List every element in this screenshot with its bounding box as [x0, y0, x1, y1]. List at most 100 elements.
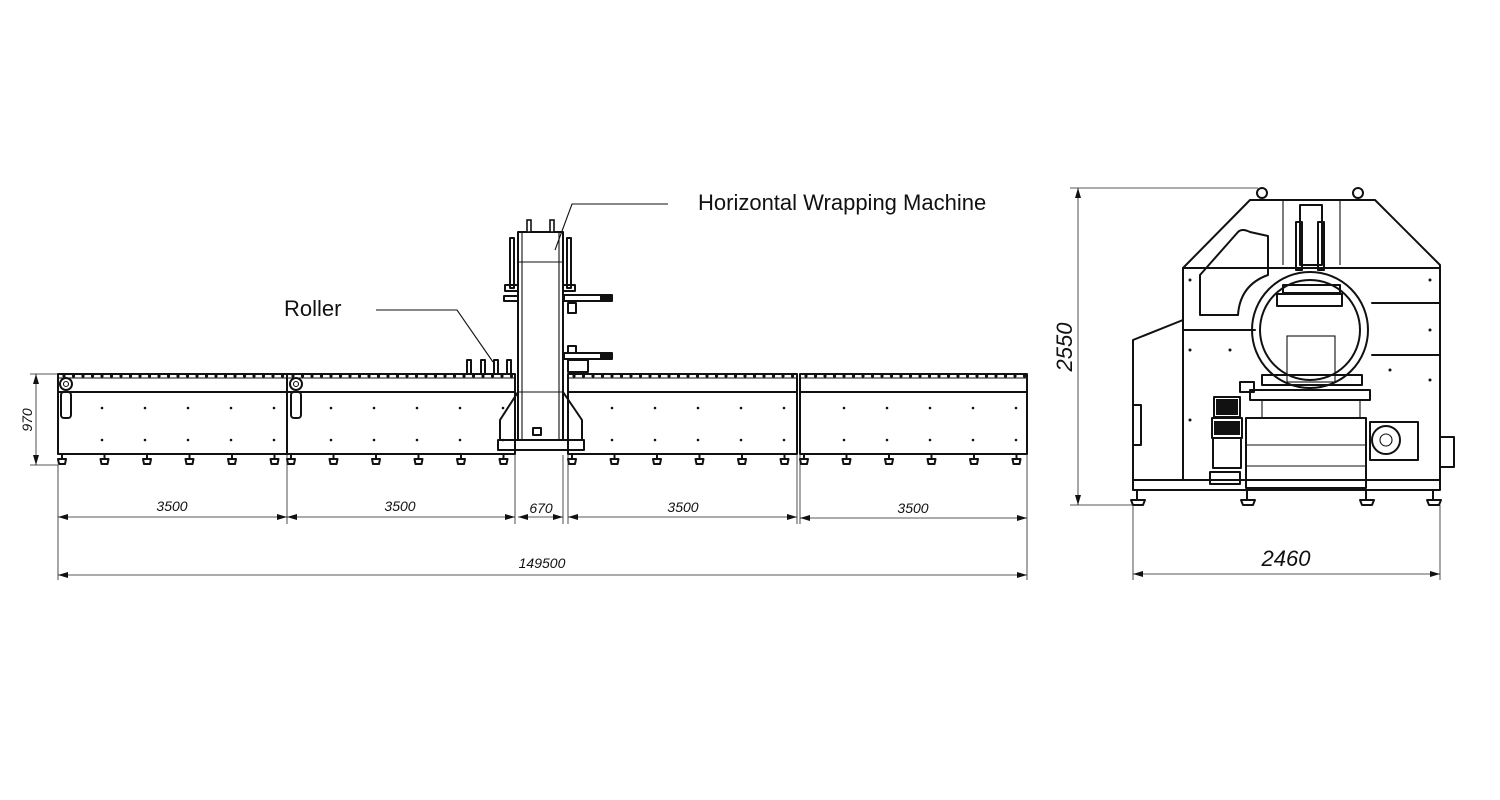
- machine-leader: [554, 203, 668, 251]
- segment-dim-4: 3500: [667, 499, 698, 515]
- roller-dot: [762, 374, 766, 378]
- bolt-dot: [329, 406, 333, 410]
- roller-dot: [1022, 374, 1027, 378]
- bolt-dot: [653, 438, 657, 442]
- roller-dot: [166, 374, 171, 378]
- roller-dot: [157, 374, 161, 378]
- bolt-dot: [928, 406, 932, 410]
- height-dim-970: 970: [19, 408, 35, 432]
- roller-dot: [667, 374, 671, 378]
- roller-dot: [481, 374, 485, 378]
- bolt-dot: [372, 406, 376, 410]
- bolt-dot: [329, 438, 333, 442]
- conveyor-foot: [609, 453, 620, 465]
- roller-dot: [610, 374, 614, 378]
- roller-dot: [509, 374, 514, 378]
- roller-dot: [724, 374, 728, 378]
- roller-dot: [490, 374, 495, 378]
- conveyor-foot: [652, 453, 662, 465]
- roller-dot: [813, 374, 818, 378]
- roller-dot: [386, 374, 390, 378]
- bolt-dot: [696, 438, 700, 442]
- conveyor-foot: [884, 453, 894, 465]
- roller-dot: [319, 374, 324, 378]
- end-stop-left: [59, 377, 73, 419]
- bolt-dot: [458, 438, 462, 442]
- roller-dot: [743, 374, 747, 378]
- roller-dot: [338, 374, 343, 378]
- conveyor-feet: [57, 453, 1022, 465]
- bolt-dot: [100, 406, 104, 410]
- bolt-dot: [100, 438, 104, 442]
- roller-dot: [908, 374, 913, 378]
- bolt-dot: [415, 406, 419, 410]
- roller-dot: [100, 374, 104, 378]
- wrapping-machine-end-view: [1130, 187, 1455, 506]
- roller-dot: [956, 374, 960, 378]
- bolt-dot: [610, 406, 614, 410]
- roller-dot: [1013, 374, 1017, 378]
- roller-dot: [1003, 374, 1008, 378]
- roller-dot: [62, 374, 66, 378]
- conveyor-foot: [328, 453, 339, 465]
- roller-dot: [581, 374, 586, 378]
- bolt-dot: [782, 406, 786, 410]
- overall-dim: 149500: [519, 555, 566, 571]
- roller-dot: [927, 374, 932, 378]
- bolt-dot: [229, 406, 233, 410]
- roller-dot: [851, 374, 856, 378]
- roller-dot: [714, 374, 719, 378]
- conveyor-foot: [799, 453, 809, 465]
- conveyor-foot: [413, 453, 424, 465]
- conveyor-foot: [1011, 453, 1022, 465]
- roller-dot: [185, 374, 190, 378]
- roller-dot: [348, 374, 352, 378]
- roller-dot: [109, 374, 114, 378]
- roller-dot: [405, 374, 409, 378]
- segment-dimensions: [58, 514, 1027, 521]
- roller-dot: [686, 374, 690, 378]
- roller-dot: [591, 374, 595, 378]
- roller-dot: [271, 374, 275, 378]
- bolt-dot: [186, 406, 190, 410]
- conveyor-right-outer: [799, 373, 1028, 455]
- roller-dot: [195, 374, 199, 378]
- roller-dot: [842, 374, 846, 378]
- roller-dot: [204, 374, 209, 378]
- conveyor-foot: [227, 453, 237, 465]
- end-stop-middle: [289, 377, 303, 419]
- height-dimension-end: [1070, 187, 1258, 506]
- roller-dot: [376, 374, 381, 378]
- bolt-dot: [372, 438, 376, 442]
- segment-extension-lines: [57, 455, 1028, 580]
- conveyor-foot: [184, 453, 195, 465]
- roller-dot: [500, 374, 504, 378]
- roller-dot: [128, 374, 133, 378]
- segment-dim-5: 3500: [897, 500, 928, 516]
- bolt-dot: [143, 406, 147, 410]
- bolt-dot: [696, 406, 700, 410]
- conveyor-foot: [371, 453, 381, 465]
- roller-dot: [733, 374, 738, 378]
- roller-dot: [329, 374, 333, 378]
- bolt-dot: [739, 438, 743, 442]
- bolt-dot: [971, 438, 975, 442]
- roller-dot: [823, 374, 827, 378]
- roller-dot: [870, 374, 875, 378]
- roller-dot: [975, 374, 979, 378]
- roller-dot: [657, 374, 662, 378]
- roller-dot: [452, 374, 457, 378]
- bolt-dot: [653, 406, 657, 410]
- roller-dot: [832, 374, 837, 378]
- roller-dot: [781, 374, 785, 378]
- roller-dot: [899, 374, 903, 378]
- bolt-dot: [143, 438, 147, 442]
- roller-dot: [147, 374, 152, 378]
- conveyor-foot: [969, 453, 979, 465]
- roller-dot: [648, 374, 652, 378]
- roller-dot: [90, 374, 95, 378]
- roller-dot: [462, 374, 466, 378]
- conveyor-foot: [926, 453, 937, 465]
- roller-dot: [880, 374, 884, 378]
